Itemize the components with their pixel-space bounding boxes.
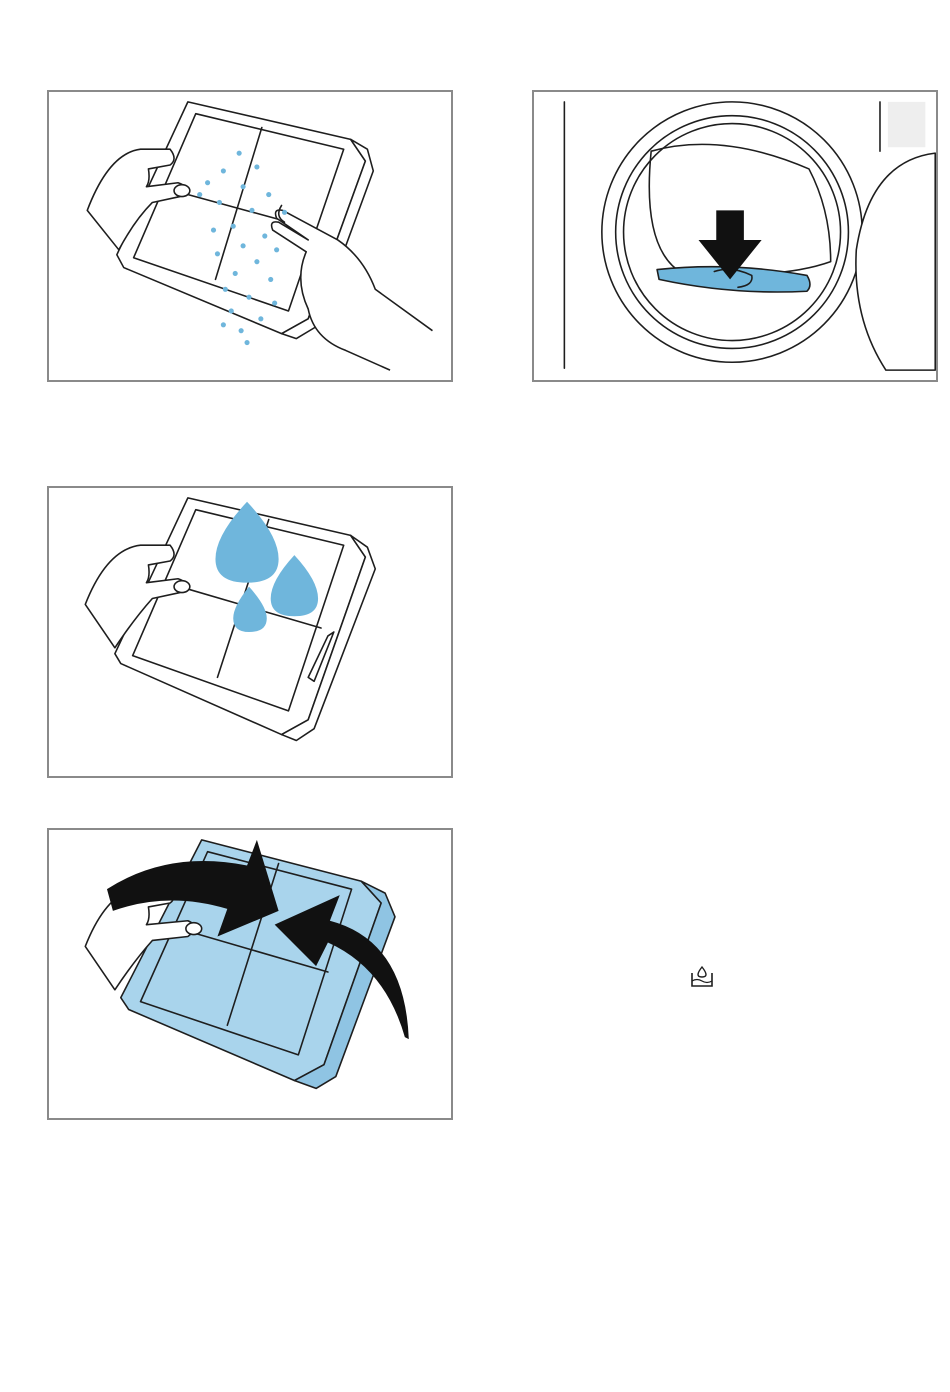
filter-tap-out-drawing xyxy=(49,92,451,380)
illustration-filter-tap-out xyxy=(47,90,453,382)
filter-rinse-drawing xyxy=(49,488,451,776)
illustration-door-filter-slot xyxy=(532,90,938,382)
thumb-nail xyxy=(174,581,190,593)
thumb-nail xyxy=(186,923,202,935)
illustration-filter-rinse xyxy=(47,486,453,778)
filter-close-drawing xyxy=(49,830,451,1118)
illustration-filter-close xyxy=(47,828,453,1120)
water-container-icon xyxy=(689,964,715,990)
door-filter-slot-drawing xyxy=(534,92,936,380)
thumb-nail xyxy=(174,185,190,197)
